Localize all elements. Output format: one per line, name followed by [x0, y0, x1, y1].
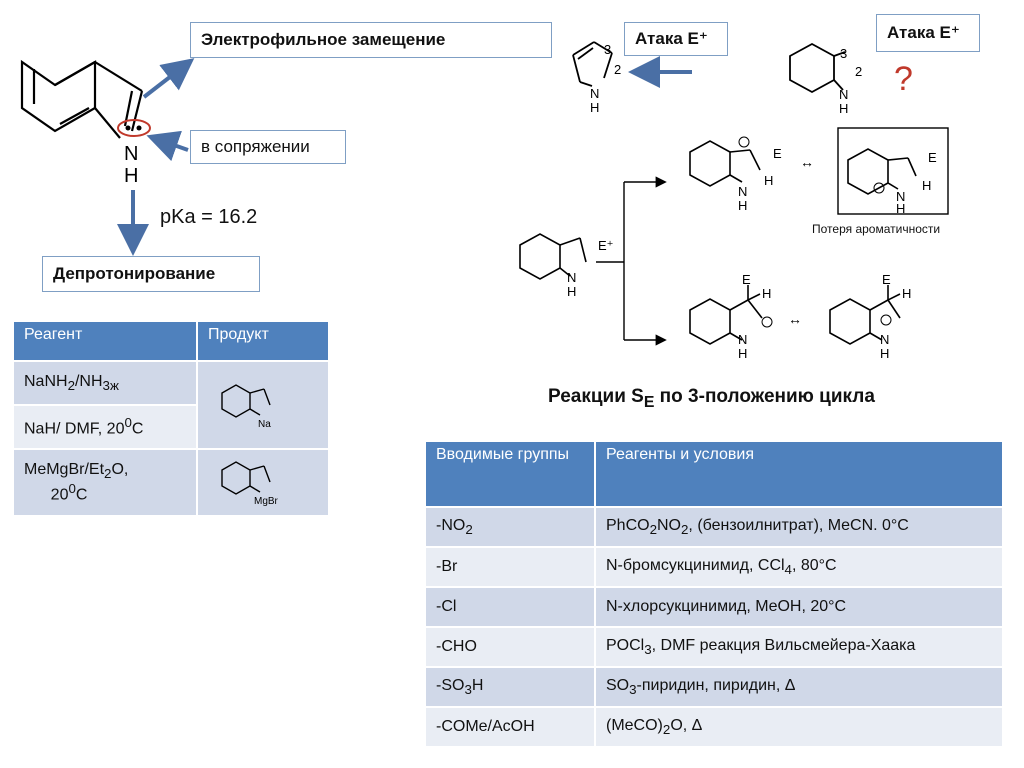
- svg-text:H: H: [738, 346, 747, 361]
- loss-aromaticity-label: Потеря ароматичности: [812, 222, 941, 236]
- svg-text:H: H: [590, 100, 599, 115]
- t2-group-2: -Br: [424, 546, 596, 588]
- t1-reagent-2: NaH/ DMF, 200C: [12, 404, 198, 450]
- electrophilic-label: Электрофильное замещение: [201, 30, 446, 49]
- indolyl-na-structure: Na: [221, 383, 271, 430]
- indole-h: H: [124, 165, 138, 187]
- indole-center: [519, 233, 587, 280]
- svg-text:N: N: [738, 184, 747, 199]
- conjugation-box: в сопряжении: [190, 130, 346, 164]
- svg-text:H: H: [880, 346, 889, 361]
- t1-product-na: Na: [196, 360, 330, 450]
- svg-text:N: N: [567, 270, 576, 285]
- t1-reagent-1: NaNH2/NH3ж: [12, 360, 198, 406]
- svg-text:H: H: [922, 178, 931, 193]
- attack-label-1: Атака E⁺: [635, 29, 708, 48]
- svg-text:H: H: [738, 198, 747, 213]
- indolyl-mgbr-structure: MgBr: [221, 461, 279, 507]
- conjugation-label: в сопряжении: [201, 137, 310, 156]
- pka-value: pKa = 16.2: [160, 206, 258, 228]
- t2-header-conditions: Реагенты и условия: [594, 440, 1004, 508]
- svg-text:N: N: [880, 332, 889, 347]
- t2-cond-4: POCl3, DMF реакция Вильсмейера-Хаака: [594, 626, 1004, 668]
- reagent-table: Реагент Продукт NaNH2/NH3ж Na NaH/ DMF, …: [12, 320, 330, 517]
- svg-text:Na: Na: [258, 419, 271, 430]
- benzo-heterocycle: [789, 42, 846, 94]
- deprotonation-box: Депротонирование: [42, 256, 260, 292]
- t2-group-6: -COMe/AcOH: [424, 706, 596, 748]
- lone-pair-highlight: [117, 119, 151, 137]
- svg-text:E: E: [882, 272, 891, 287]
- svg-text:H: H: [896, 201, 905, 216]
- svg-text:E: E: [742, 272, 751, 287]
- t2-group-4: -CHO: [424, 626, 596, 668]
- svg-text:H: H: [839, 101, 848, 116]
- t1-reagent-3: MeMgBr/Et2O, 200C: [12, 448, 198, 517]
- t2-cond-6: (MeCO)2O, Δ: [594, 706, 1004, 748]
- svg-text:3: 3: [604, 42, 611, 57]
- svg-text:↔: ↔: [800, 154, 814, 170]
- indole-structure: [20, 59, 144, 139]
- svg-text:2: 2: [614, 62, 621, 77]
- t1-header-product: Продукт: [196, 320, 330, 362]
- svg-text:↔: ↔: [788, 311, 802, 327]
- electrophilic-box: Электрофильное замещение: [190, 22, 552, 58]
- t2-header-groups: Вводимые группы: [424, 440, 596, 508]
- deprotonation-label: Депротонирование: [53, 264, 216, 283]
- svg-text:E: E: [773, 146, 782, 161]
- question-mark: ?: [894, 60, 913, 98]
- t2-cond-5: SO3-пиридин, пиридин, Δ: [594, 666, 1004, 708]
- svg-text:E⁺: E⁺: [598, 238, 614, 253]
- t1-header-reagent: Реагент: [12, 320, 198, 362]
- attack-label-2: Атака E⁺: [887, 23, 960, 42]
- pyrrole-structure: [572, 41, 613, 87]
- svg-text:H: H: [902, 286, 911, 301]
- svg-text:N: N: [590, 86, 599, 101]
- svg-text:H: H: [762, 286, 771, 301]
- svg-text:MgBr: MgBr: [254, 496, 279, 506]
- attack-box-2: Атака E⁺: [876, 14, 980, 52]
- indole-n: N: [124, 143, 138, 165]
- resonance-box: [837, 127, 949, 215]
- t2-group-1: -NO2: [424, 506, 596, 548]
- svg-text:N: N: [839, 87, 848, 102]
- svg-text:2: 2: [855, 64, 862, 79]
- t1-product-mgbr: MgBr: [196, 448, 330, 517]
- svg-text:E: E: [928, 150, 937, 165]
- svg-text:3: 3: [840, 46, 847, 61]
- svg-text:H: H: [764, 173, 773, 188]
- svg-text:N: N: [738, 332, 747, 347]
- t2-cond-1: PhCO2NO2, (бензоилнитрат), MeCN. 0°C: [594, 506, 1004, 548]
- t2-group-3: -Cl: [424, 586, 596, 628]
- attack-box-1: Атака E⁺: [624, 22, 728, 56]
- svg-text:H: H: [567, 284, 576, 299]
- svg-text:N: N: [896, 189, 905, 204]
- t2-cond-2: N-бромсукцинимид, CCl4, 80°C: [594, 546, 1004, 588]
- t2-group-5: -SO3H: [424, 666, 596, 708]
- reaction-title: Реакции SE по 3-положению цикла: [548, 386, 875, 411]
- t2-cond-3: N-хлорсукцинимид, MeOH, 20°C: [594, 586, 1004, 628]
